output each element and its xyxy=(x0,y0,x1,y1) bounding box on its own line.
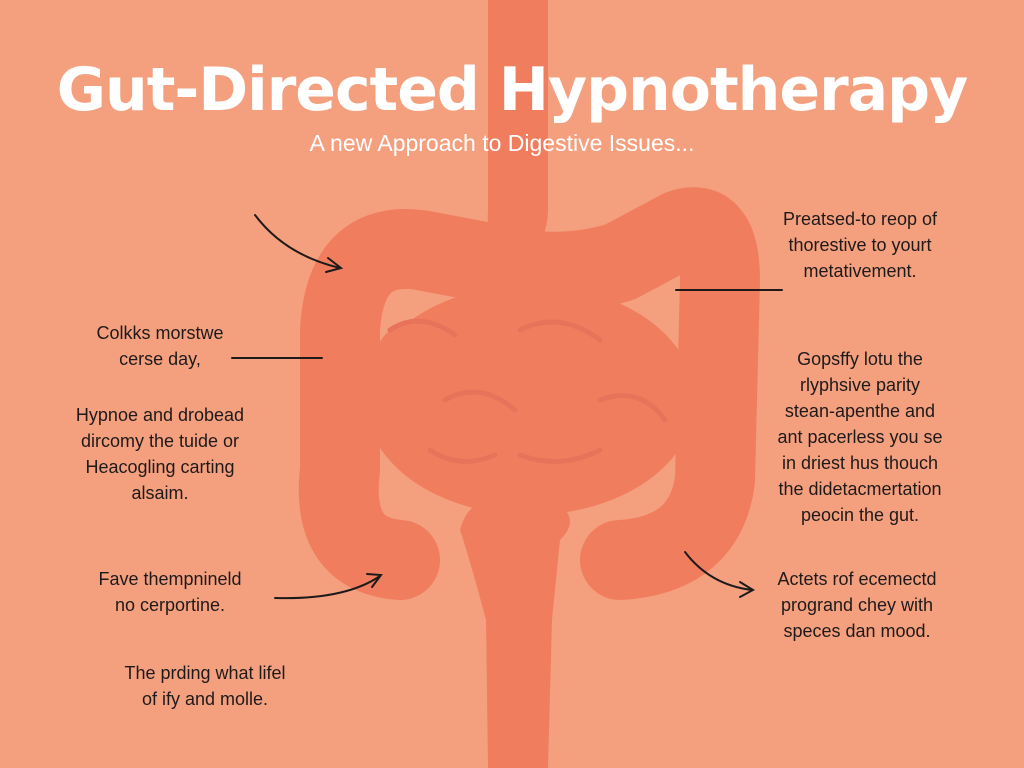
note-line: of ify and molle. xyxy=(141,689,269,709)
right-note-3: Actets rof ecemectd progrand chey with s… xyxy=(752,566,962,644)
arrow-bottom-right-head xyxy=(739,581,756,598)
note-line: metativement. xyxy=(803,261,917,281)
small-intestine-creases xyxy=(387,318,668,464)
note-line: thorestive to yourt xyxy=(788,235,932,255)
note-line: Heacogling carting xyxy=(85,457,235,477)
left-note-1: Colkks morstwe cerse day, xyxy=(70,320,250,372)
note-line: Preatsed-to reop of xyxy=(782,209,938,229)
note-line: dircomy the tuide or xyxy=(80,431,240,451)
note-line: Colkks morstwe xyxy=(96,323,224,343)
note-line: in driest hus thouch xyxy=(781,453,939,473)
note-line: the didetacmertation xyxy=(778,479,942,499)
note-line: progrand chey with xyxy=(780,595,934,615)
page-subtitle: A new Approach to Digestive Issues... xyxy=(309,130,695,156)
note-line: The prding what lifel xyxy=(124,663,286,683)
left-note-3: Fave thempnineld no cerportine. xyxy=(70,566,270,618)
left-note-4: The prding what lifel of ify and molle. xyxy=(90,660,320,712)
arrow-bottom-right xyxy=(684,551,753,591)
note-line: ant pacerless you se xyxy=(777,427,943,447)
note-line: Hypnoe and drobead xyxy=(75,405,245,425)
note-line: speces dan mood. xyxy=(783,621,931,641)
esophagus xyxy=(487,0,548,262)
note-line: Gopsffy lotu the xyxy=(797,349,923,369)
note-line: Fave thempnineld xyxy=(98,569,242,589)
page-title: Gut-Directed Hypnotherapy xyxy=(56,55,968,125)
right-note-2: Gopsffy lotu the rlyphsive parity stean-… xyxy=(755,346,965,528)
note-line: rlyphsive parity xyxy=(799,375,921,395)
note-line: Actets rof ecemectd xyxy=(777,569,937,589)
rectum xyxy=(460,498,570,768)
note-line: peocin the gut. xyxy=(800,505,920,525)
note-line: cerse day, xyxy=(119,349,201,369)
note-line: alsaim. xyxy=(131,483,189,503)
arrow-bottom-left-head xyxy=(366,573,383,588)
right-note-1: Preatsed-to reop of thorestive to yourt … xyxy=(760,206,960,284)
note-line: no cerportine. xyxy=(114,595,226,615)
note-line: stean-apenthe and xyxy=(784,401,936,421)
arrow-top-left-head xyxy=(325,257,344,273)
arrow-bottom-left xyxy=(274,575,381,600)
left-note-2: Hypnoe and drobead dircomy the tuide or … xyxy=(55,402,265,506)
arrow-top-left xyxy=(254,214,341,269)
large-intestine xyxy=(298,187,760,600)
annotation-arrows xyxy=(231,214,783,600)
